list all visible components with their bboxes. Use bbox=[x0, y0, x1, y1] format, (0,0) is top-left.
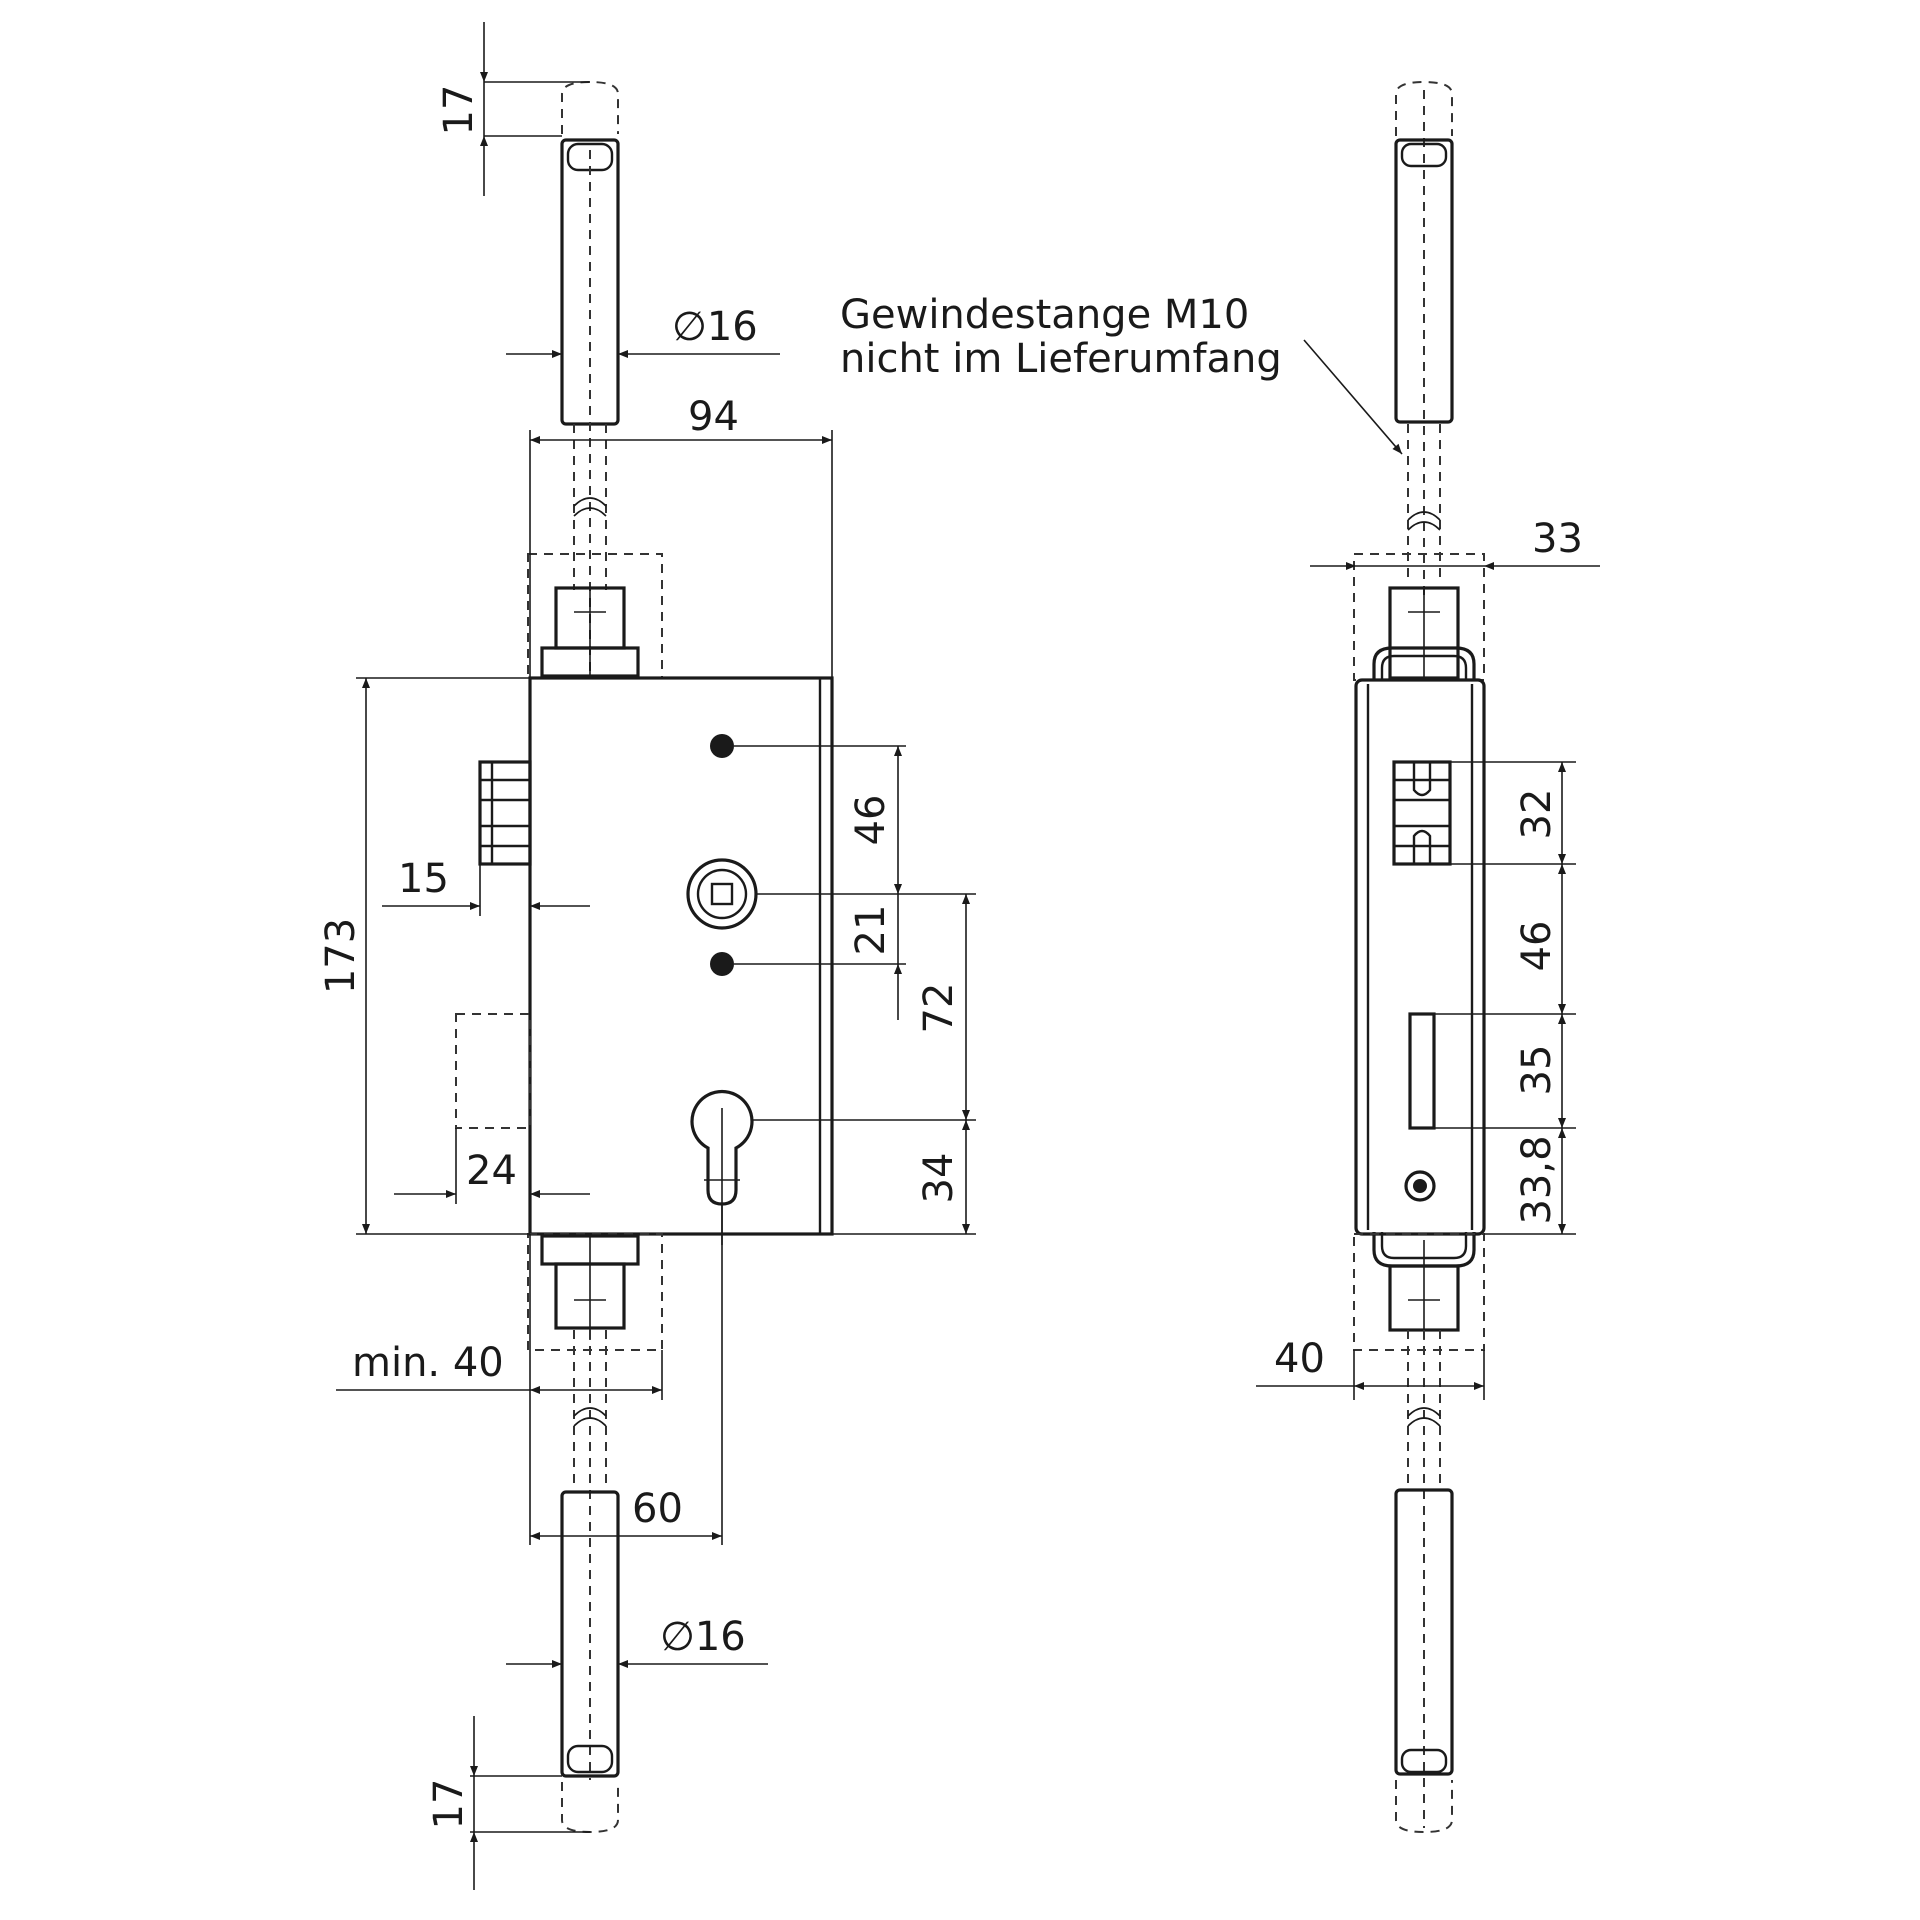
dim-backset: 60 bbox=[632, 1486, 683, 1532]
dim-case-height: 173 bbox=[318, 918, 364, 994]
dim-cylinder-offset: 24 bbox=[466, 1148, 517, 1194]
note-line-1: Gewindestange M10 bbox=[840, 292, 1249, 338]
side-lower-connector bbox=[1353, 1232, 1485, 1351]
front-view: 17 ∅16 94 173 15 24 bbox=[318, 22, 976, 1890]
dim-case-width: 94 bbox=[688, 394, 739, 440]
dim-spindle-to-hole: 46 bbox=[848, 795, 894, 846]
dim-spindle-to-cylinder: 72 bbox=[916, 983, 962, 1034]
lower-connector bbox=[527, 1233, 663, 1351]
note-line-2: nicht im Lieferumfang bbox=[840, 336, 1282, 382]
dim-latch-height: 32 bbox=[1514, 789, 1560, 840]
side-view: Gewindestange M10 nicht im Lieferumfang bbox=[840, 80, 1600, 1834]
upper-connector bbox=[527, 553, 663, 700]
dim-min-clearance: min. 40 bbox=[352, 1340, 504, 1386]
front-dimensions: 17 ∅16 94 173 15 24 bbox=[318, 22, 976, 1890]
top-bolt bbox=[560, 80, 620, 700]
dim-bolt-extension-top: 17 bbox=[436, 85, 482, 136]
dim-faceplate-width: 33 bbox=[1532, 516, 1583, 562]
dim-bolt-extension-bottom: 17 bbox=[426, 1779, 472, 1830]
dim-latch-to-slot: 46 bbox=[1514, 921, 1560, 972]
deadbolt-phantom bbox=[455, 1013, 531, 1129]
side-dimensions: 33 32 46 35 33,8 40 bbox=[1256, 516, 1600, 1400]
side-top-bolt bbox=[1394, 80, 1454, 600]
lock-case bbox=[528, 676, 834, 1236]
dim-slot-to-bottom: 33,8 bbox=[1514, 1135, 1560, 1224]
side-screw bbox=[1404, 1170, 1436, 1202]
screw-hole-bottom bbox=[710, 952, 734, 976]
side-bottom-bolt bbox=[1394, 1330, 1454, 1834]
bottom-bolt bbox=[560, 1330, 620, 1834]
dim-cylinder-to-bottom: 34 bbox=[916, 1153, 962, 1204]
dim-bolt-diameter-top: ∅16 bbox=[672, 304, 758, 350]
screw-hole-top bbox=[710, 734, 734, 758]
case-features bbox=[686, 734, 758, 1245]
deadbolt-slot bbox=[1408, 1012, 1436, 1130]
latch-bolt bbox=[478, 760, 532, 866]
threaded-rod-note: Gewindestange M10 nicht im Lieferumfang bbox=[840, 292, 1403, 455]
dim-depth: 40 bbox=[1274, 1336, 1325, 1382]
dim-bolt-diameter-bottom: ∅16 bbox=[660, 1614, 746, 1660]
dim-spindle-to-lower-hole: 21 bbox=[848, 905, 894, 956]
side-upper-connector bbox=[1353, 553, 1485, 700]
dim-slot-height: 35 bbox=[1514, 1045, 1560, 1096]
dim-latch-projection: 15 bbox=[398, 856, 449, 902]
side-latch bbox=[1392, 760, 1452, 866]
